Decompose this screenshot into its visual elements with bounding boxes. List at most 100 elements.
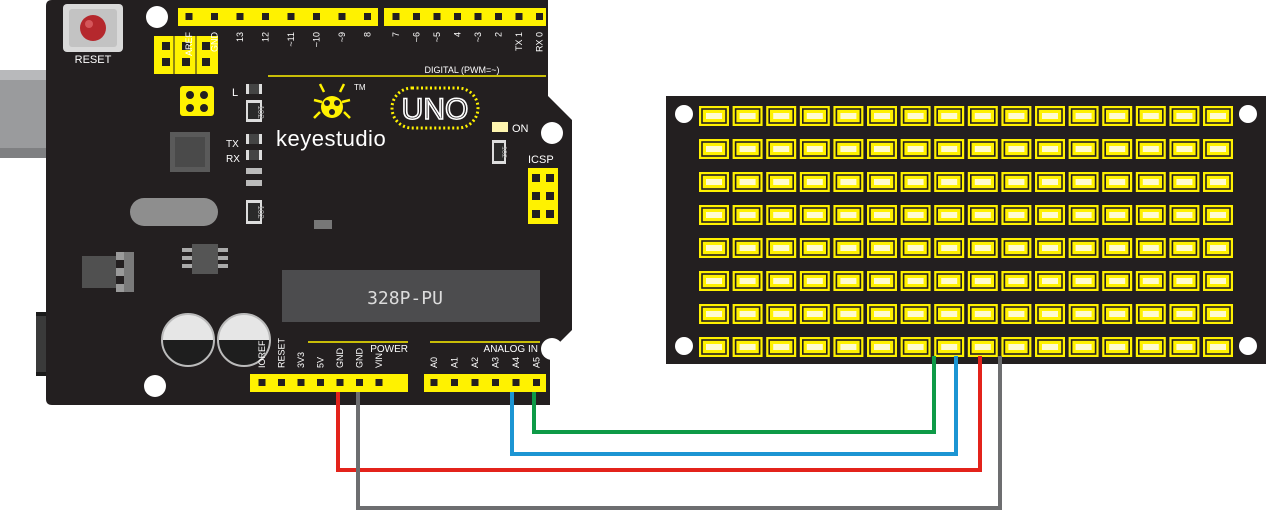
uno-badge: UNO <box>390 86 480 130</box>
header-pin <box>512 379 520 386</box>
led-cell <box>1035 238 1065 258</box>
led-cell <box>766 139 797 159</box>
led-cell <box>1102 106 1133 126</box>
on-label: ON <box>512 123 529 135</box>
led-cell <box>1135 271 1166 291</box>
led-cell <box>1068 304 1099 324</box>
led-cell <box>934 205 965 225</box>
header-pin <box>338 13 346 20</box>
led-cell <box>867 106 897 126</box>
pin-label: A0 <box>429 357 439 368</box>
pin-label: RESET <box>277 337 287 368</box>
led-cell <box>1203 271 1233 291</box>
led-cell <box>799 271 830 291</box>
led-cell <box>799 337 830 357</box>
reset-button[interactable] <box>63 4 123 52</box>
led-cell <box>900 106 931 126</box>
resistor-code: 102 <box>256 105 265 119</box>
pin-label: 2 <box>494 32 504 37</box>
led-cell <box>699 271 729 291</box>
led-cell <box>867 271 897 291</box>
led-cell <box>934 139 965 159</box>
led-cell <box>1001 172 1032 192</box>
led-cell <box>967 337 998 357</box>
led-cell <box>1135 304 1166 324</box>
header-pin <box>278 379 285 386</box>
mounting-hole <box>1239 337 1257 355</box>
pin-label: GND <box>210 32 220 53</box>
led-cell <box>1001 271 1032 291</box>
led-cell <box>1203 106 1233 126</box>
led-cell <box>1001 304 1032 324</box>
pin-label: AREF <box>184 32 194 57</box>
led-cell <box>1035 304 1065 324</box>
led-cell <box>1169 205 1200 225</box>
led-cell <box>766 337 797 357</box>
mounting-hole <box>541 338 563 360</box>
wires <box>336 356 1002 510</box>
led-cell <box>732 106 763 126</box>
pin-label: 8 <box>363 32 373 37</box>
pin-label: 12 <box>261 32 271 42</box>
led-cell <box>1068 238 1099 258</box>
pin-label: A1 <box>450 357 460 368</box>
led-cell <box>867 205 897 225</box>
icsp-label: ICSP <box>528 154 554 166</box>
led-cell <box>867 172 897 192</box>
led-cell <box>1169 106 1200 126</box>
led-cell <box>867 304 897 324</box>
led-cell <box>934 337 965 357</box>
led-cell <box>732 205 763 225</box>
led-cell <box>1102 172 1133 192</box>
power-header <box>250 374 408 392</box>
pin-label: A5 <box>532 357 542 368</box>
op-amp-chip <box>182 244 228 274</box>
pin-label: 5V <box>316 357 326 368</box>
led-cell <box>1102 139 1133 159</box>
pin-label: ~3 <box>473 32 483 42</box>
led-cell <box>967 139 998 159</box>
led-cell <box>900 238 931 258</box>
pin-label: ~5 <box>432 32 442 42</box>
led-cell <box>967 238 998 258</box>
header-pin <box>392 13 400 20</box>
voltage-regulator <box>82 252 134 292</box>
led-cell <box>900 139 931 159</box>
pin-label: A4 <box>511 357 521 368</box>
mounting-hole <box>144 375 166 397</box>
led-cell <box>1068 172 1099 192</box>
header-pin <box>492 379 499 386</box>
reset-label: RESET <box>75 54 112 66</box>
led-cell <box>900 271 931 291</box>
resistor-code: 102 <box>256 205 265 219</box>
pin-label: 7 <box>391 32 401 37</box>
led-cell <box>732 271 763 291</box>
led-cell <box>732 304 763 324</box>
led-cell <box>1001 139 1032 159</box>
led-cell <box>732 337 763 357</box>
pin-label: A2 <box>470 357 480 368</box>
led-cell <box>699 172 729 192</box>
led-matrix-board <box>666 96 1266 364</box>
led-cell <box>1135 205 1166 225</box>
led-cell <box>1135 172 1166 192</box>
led-cell <box>1068 205 1099 225</box>
led-cell <box>1102 337 1133 357</box>
header-pin <box>433 13 441 20</box>
led-cell <box>900 304 931 324</box>
led-cell <box>1035 337 1065 357</box>
led-cell <box>1035 271 1065 291</box>
led-cell <box>1169 139 1200 159</box>
pin-label: ~11 <box>286 32 296 47</box>
analog-header-label: ANALOG IN <box>484 344 538 355</box>
led-cell <box>833 238 864 258</box>
led-cell <box>833 172 864 192</box>
header-pin <box>474 13 482 20</box>
led-cell <box>732 238 763 258</box>
led-cell <box>934 304 965 324</box>
led-cell <box>833 106 864 126</box>
header-pin <box>313 13 320 20</box>
led-cell <box>732 139 763 159</box>
led-cell <box>934 172 965 192</box>
header-pin <box>536 13 543 20</box>
